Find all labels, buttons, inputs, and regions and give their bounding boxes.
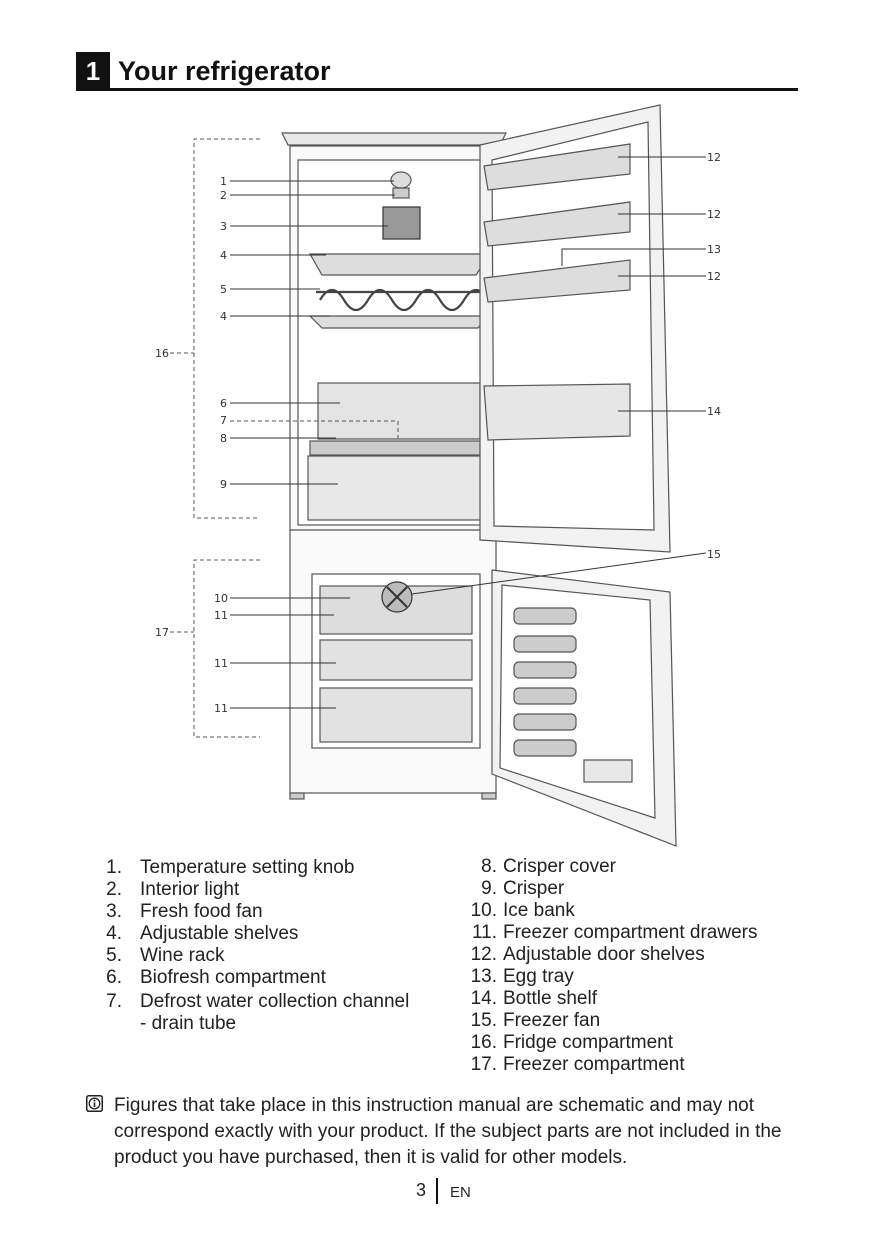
list-item: 15.Freezer fan xyxy=(470,1010,601,1031)
list-item: 13.Egg tray xyxy=(470,966,574,987)
callout-11: 11 xyxy=(214,609,228,622)
list-item: 4.Adjustable shelves xyxy=(106,923,299,944)
section-title: Your refrigerator xyxy=(118,56,331,86)
fridge-bracket xyxy=(193,138,260,519)
list-item: 8.Crisper cover xyxy=(481,856,616,877)
adjustable-shelf-upper xyxy=(308,253,492,276)
list-item: 10.Ice bank xyxy=(470,900,575,921)
callout-17: 17 xyxy=(155,626,169,639)
info-note: Figures that take place in this instruct… xyxy=(86,1093,806,1171)
fresh-food-fan xyxy=(382,206,421,240)
list-item: 2.Interior light xyxy=(106,879,240,900)
callout-2: 2 xyxy=(220,189,227,202)
freezer-drawer-2 xyxy=(319,687,473,743)
list-item: 9.Crisper xyxy=(481,878,565,899)
language-code: EN xyxy=(450,1184,471,1201)
callout-7: 7 xyxy=(220,414,227,427)
callout-8: 8 xyxy=(220,432,227,445)
callout-5: 5 xyxy=(220,283,227,296)
list-item: 6.Biofresh compartment xyxy=(106,967,326,988)
footer-divider xyxy=(436,1178,438,1204)
callout-4b: 4 xyxy=(220,310,227,323)
freezer-door-label xyxy=(583,759,633,783)
freezer-door-slots xyxy=(513,607,577,757)
door-shelf-3 xyxy=(483,259,631,303)
list-item: 3.Fresh food fan xyxy=(106,901,263,922)
list-item: 7.Defrost water collection channel xyxy=(106,991,410,1012)
biofresh-compartment xyxy=(317,382,481,440)
callout-15: 15 xyxy=(707,548,721,561)
section-number: 1 xyxy=(76,52,110,88)
drain-tube-line xyxy=(230,420,399,440)
list-item: 17.Freezer compartment xyxy=(470,1054,685,1075)
parts-list-right: 8.Crisper cover 9.Crisper 10.Ice bank 11… xyxy=(466,856,758,1076)
callout-10: 10 xyxy=(214,592,228,605)
list-item: 12.Adjustable door shelves xyxy=(470,944,705,965)
temperature-knob xyxy=(390,171,412,189)
interior-light xyxy=(392,187,410,199)
list-item: 1.Temperature setting knob xyxy=(106,857,355,878)
callout-11c: 11 xyxy=(214,702,228,715)
section-header: 1 Your refrigerator xyxy=(76,52,798,91)
list-item: 14.Bottle shelf xyxy=(470,988,597,1009)
door-shelf-1 xyxy=(483,143,631,191)
callout-9: 9 xyxy=(220,478,227,491)
crisper xyxy=(307,455,489,521)
callout-12: 12 xyxy=(707,151,721,164)
callout-6: 6 xyxy=(220,397,227,410)
wine-rack xyxy=(316,288,489,312)
callout-14: 14 xyxy=(707,405,721,418)
bottle-shelf xyxy=(483,383,631,441)
callout-16: 16 xyxy=(155,347,169,360)
callout-12c: 12 xyxy=(707,270,721,283)
callout-12b: 12 xyxy=(707,208,721,221)
list-item-continuation: - drain tube xyxy=(140,1013,237,1034)
list-item: 5.Wine rack xyxy=(106,945,225,966)
callout-11b: 11 xyxy=(214,657,228,670)
parts-list-left: 1.Temperature setting knob 2.Interior li… xyxy=(100,857,409,1035)
door-shelf-2 xyxy=(483,201,631,247)
fridge-top-panel xyxy=(281,132,507,146)
info-icon xyxy=(86,1095,103,1112)
callout-13: 13 xyxy=(707,243,721,256)
list-item: 11.Freezer compartment drawers xyxy=(471,922,758,943)
freezer-bracket xyxy=(193,559,260,738)
crisper-cover xyxy=(309,440,489,456)
note-text: Figures that take place in this instruct… xyxy=(114,1095,782,1168)
freezer-drawer-1 xyxy=(319,639,473,681)
list-item: 16.Fridge compartment xyxy=(470,1032,674,1053)
refrigerator-diagram: 1 2 3 4 5 4 16 6 7 8 9 10 11 17 11 11 12… xyxy=(155,104,721,847)
page-number: 3 xyxy=(415,1180,426,1200)
callout-1: 1 xyxy=(220,175,227,188)
callout-3: 3 xyxy=(220,220,227,233)
callout-4: 4 xyxy=(220,249,227,262)
adjustable-shelf-lower xyxy=(308,315,492,329)
